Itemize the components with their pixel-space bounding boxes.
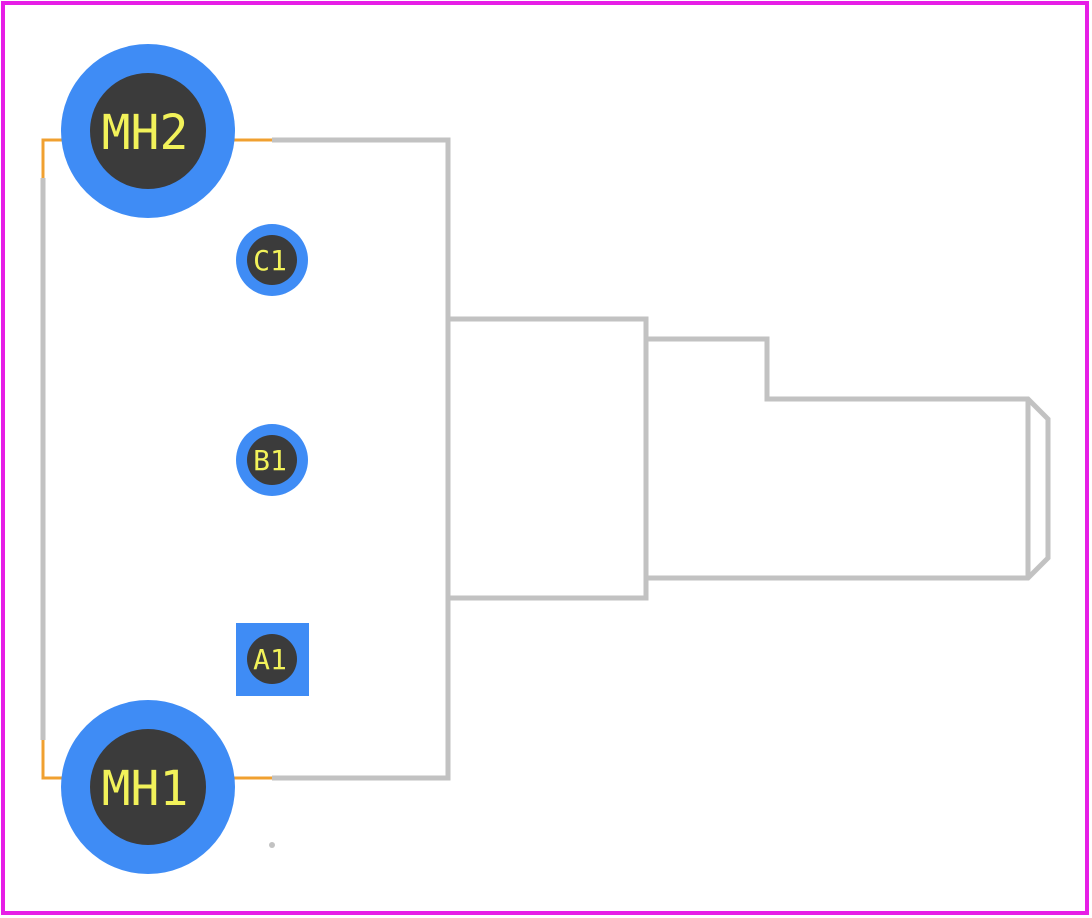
- pad-a1-label: A1: [253, 643, 287, 676]
- pad-b1-label: B1: [253, 444, 287, 477]
- pad-mh2-label: MH2: [102, 105, 189, 161]
- courtyard-outline: [41, 138, 272, 780]
- silkscreen-body: [40, 137, 1051, 781]
- reference-dot: [269, 842, 275, 848]
- pad-b1[interactable]: B1: [236, 424, 308, 496]
- pad-c1-label: C1: [253, 244, 287, 277]
- pad-a1[interactable]: A1: [236, 623, 309, 696]
- pad-mh1[interactable]: MH1: [61, 700, 235, 874]
- pad-c1[interactable]: C1: [236, 224, 308, 296]
- pad-mh2[interactable]: MH2: [61, 44, 235, 218]
- pad-mh1-label: MH1: [102, 761, 189, 817]
